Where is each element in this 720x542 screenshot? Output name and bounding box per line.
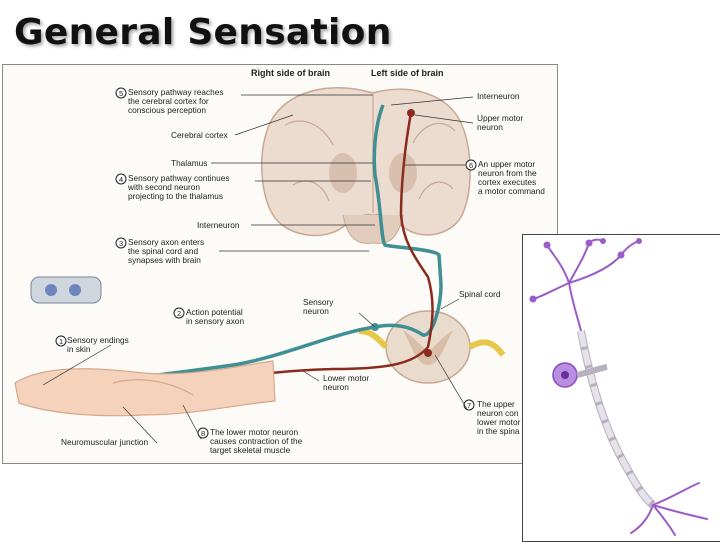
label-step3-line1: Sensory axon enters <box>128 237 204 247</box>
step-number-3: 3 <box>119 239 123 248</box>
label-sensory-neuron-line2: neuron <box>303 306 329 316</box>
label-step6-line2: neuron from the <box>478 168 537 178</box>
sensory-motor-pathway-figure: Right side of brain Left side of brain 5… <box>2 64 558 464</box>
label-lower-motor-line2: neuron <box>323 382 349 392</box>
sensory-pathway-line <box>32 104 443 389</box>
label-cerebral-cortex: Cerebral cortex <box>171 130 229 140</box>
leader-lines <box>42 94 474 444</box>
label-interneuron-mid: Interneuron <box>197 220 240 230</box>
label-step3-line2: the spinal cord and <box>128 246 198 256</box>
label-step7-line4: in the spina <box>477 426 520 436</box>
label-interneuron-top: Interneuron <box>477 91 520 101</box>
lower-motor-soma <box>424 349 432 357</box>
label-step1-line2: in skin <box>67 344 91 354</box>
pathway-diagram: Right side of brain Left side of brain 5… <box>14 68 545 455</box>
label-step5-line1: Sensory pathway reaches <box>128 87 223 97</box>
label-step4-line1: Sensory pathway continues <box>128 173 229 183</box>
label-step2-line2: in sensory axon <box>186 316 244 326</box>
step-number-2: 2 <box>177 309 181 318</box>
myelinated-axon <box>577 330 656 509</box>
step-number-4: 4 <box>119 175 123 184</box>
step-number-6: 6 <box>469 161 473 170</box>
label-step4-line2: with second neuron <box>127 182 200 192</box>
step-number-8: 8 <box>201 429 205 438</box>
label-neuromuscular-junction: Neuromuscular junction <box>61 437 149 447</box>
label-step5-line3: conscious perception <box>128 105 206 115</box>
label-step7-line2: neuron con <box>477 408 519 418</box>
label-step2-line1: Action potential <box>186 307 243 317</box>
label-step7-line1: The upper <box>477 399 515 409</box>
neuron-illustration <box>529 238 708 536</box>
label-step6-line4: a motor command <box>478 186 545 196</box>
label-step6-line3: cortex executes <box>478 177 536 187</box>
slide-title: General Sensation <box>14 12 392 53</box>
label-step3-line3: synapses with brain <box>128 255 201 265</box>
label-step8-line1: The lower motor neuron <box>210 427 298 437</box>
step-number-7: 7 <box>467 401 471 410</box>
label-upper-motor-line1: Upper motor <box>477 113 523 123</box>
label-spinal-cord: Spinal cord <box>459 289 501 299</box>
header-left-side: Left side of brain <box>371 68 444 78</box>
upper-motor-soma <box>407 109 415 117</box>
label-step8-line2: causes contraction of the <box>210 436 303 446</box>
label-sensory-neuron-line1: Sensory <box>303 297 334 307</box>
step-markers: 5 4 3 2 1 6 7 8 <box>55 87 477 439</box>
label-thalamus: Thalamus <box>171 158 207 168</box>
label-step5-line2: the cerebral cortex for <box>128 96 209 106</box>
forearm-illustration <box>14 360 276 417</box>
step-number-1: 1 <box>59 337 63 346</box>
header-right-side: Right side of brain <box>251 68 330 78</box>
skin-receptor-illustration <box>30 276 102 304</box>
brain-section <box>261 87 471 244</box>
label-upper-motor-line2: neuron <box>477 122 503 132</box>
label-step4-line3: projecting to the thalamus <box>128 191 223 201</box>
label-step7-line3: lower motor <box>477 417 521 427</box>
label-step1-line1: Sensory endings <box>67 335 129 345</box>
step-number-5: 5 <box>119 89 123 98</box>
neuron-illustration-panel <box>522 234 720 542</box>
label-lower-motor-line1: Lower motor <box>323 373 369 383</box>
label-step8-line3: target skeletal muscle <box>210 445 291 455</box>
label-step6-line1: An upper motor <box>478 159 535 169</box>
